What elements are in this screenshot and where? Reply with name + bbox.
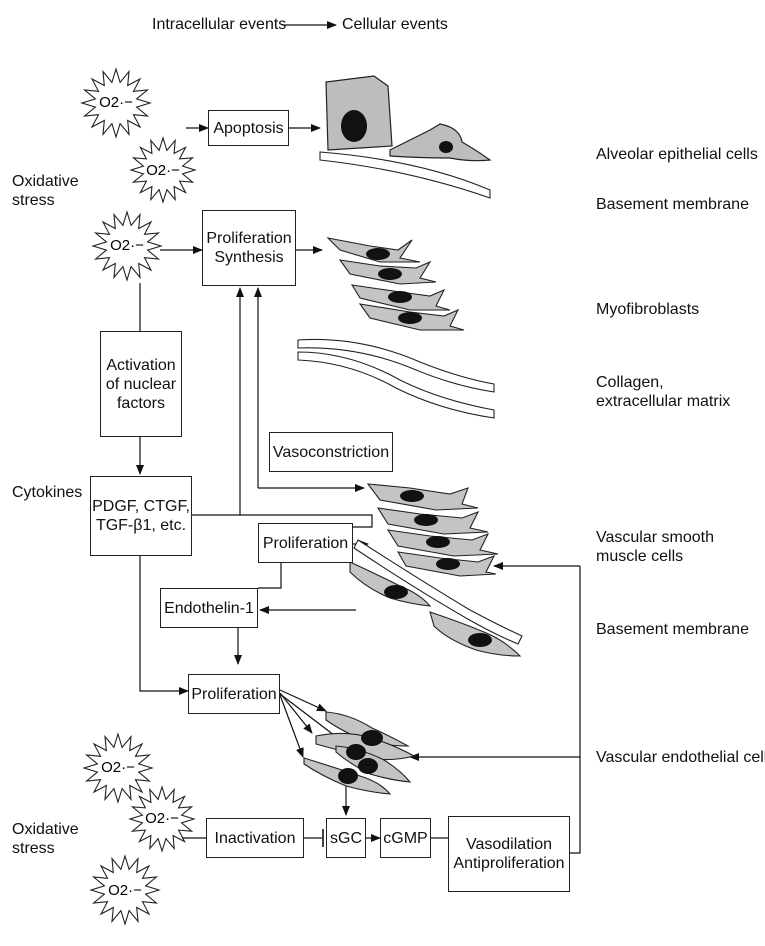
box-label: Vasodilation xyxy=(466,835,552,854)
box-inactivation: Inactivation xyxy=(206,818,304,858)
label-basement-membrane-top: Basement membrane xyxy=(596,195,749,214)
endothelial-nucleus xyxy=(338,768,358,784)
box-proliferation-smc: Proliferation xyxy=(258,523,353,563)
label-basement-membrane-bottom: Basement membrane xyxy=(596,620,749,639)
vsmc-nucleus xyxy=(426,536,450,548)
box-label: Proliferation xyxy=(206,229,291,248)
myofibroblasts xyxy=(328,238,464,330)
myofibroblast-nucleus xyxy=(398,312,422,324)
alveolar-nucleus-2 xyxy=(439,141,453,153)
box-label: Inactivation xyxy=(215,829,296,848)
box-label: Endothelin-1 xyxy=(164,599,254,618)
superoxide-label: O2·− xyxy=(145,810,179,827)
box-vasodilation-antiproliferation: Vasodilation Antiproliferation xyxy=(448,816,570,892)
box-label: Activation xyxy=(106,356,175,375)
box-apoptosis: Apoptosis xyxy=(208,110,289,146)
label-line: stress xyxy=(12,839,79,858)
box-vasoconstriction: Vasoconstriction xyxy=(269,432,393,472)
box-activation-nuclear-factors: Activation of nuclear factors xyxy=(100,331,182,437)
superoxide-label: O2·− xyxy=(101,759,135,776)
label-cytokines: Cytokines xyxy=(12,483,82,502)
label-line: Oxidative xyxy=(12,820,79,839)
alveolar-nucleus-1 xyxy=(341,110,367,142)
arrow-prolif-endo-2 xyxy=(280,693,312,733)
label-line: muscle cells xyxy=(596,547,714,566)
superoxide-label: O2·− xyxy=(146,162,180,179)
line-endothelin-to-prolif xyxy=(258,562,281,588)
box-label: Proliferation xyxy=(263,534,348,553)
label-oxidative-stress-top: Oxidative stress xyxy=(12,172,79,210)
endothelial-lining xyxy=(350,562,520,656)
line-vasodilation-feedback xyxy=(570,566,580,853)
superoxide-label: O2·− xyxy=(108,882,142,899)
box-label: factors xyxy=(117,394,165,413)
label-collagen: Collagen, extracellular matrix xyxy=(596,373,730,411)
lining-nucleus xyxy=(468,633,492,647)
box-proliferation-endothelial: Proliferation xyxy=(188,674,280,714)
box-label: PDGF, CTGF, xyxy=(92,497,190,516)
label-line: Collagen, xyxy=(596,373,730,392)
label-line: stress xyxy=(12,191,79,210)
label-vascular-smooth-muscle: Vascular smooth muscle cells xyxy=(596,528,714,566)
label-line: extracellular matrix xyxy=(596,392,730,411)
header-cellular: Cellular events xyxy=(342,15,448,34)
vsmc-nucleus xyxy=(400,490,424,502)
box-sgc: sGC xyxy=(326,818,366,858)
vsmc-nucleus xyxy=(436,558,460,570)
box-label: TGF-β1, etc. xyxy=(96,516,186,535)
superoxide-label: O2·− xyxy=(110,237,144,254)
endothelial-nucleus xyxy=(346,744,366,760)
label-vascular-endothelial: Vascular endothelial cells xyxy=(596,748,765,767)
arrow-prolif-endo-1 xyxy=(280,690,326,711)
endothelial-nucleus xyxy=(358,758,378,774)
label-oxidative-stress-bottom: Oxidative stress xyxy=(12,820,79,858)
box-label: cGMP xyxy=(383,829,427,848)
box-label: Vasoconstriction xyxy=(273,443,389,462)
label-line: Vascular smooth xyxy=(596,528,714,547)
superoxide-label: O2·− xyxy=(99,94,133,111)
box-cytokine-list: PDGF, CTGF, TGF-β1, etc. xyxy=(90,476,192,556)
box-cgmp: cGMP xyxy=(380,818,431,858)
arrow-prolif-endo-4 xyxy=(280,695,303,757)
box-label: sGC xyxy=(330,829,362,848)
myofibroblast-nucleus xyxy=(388,291,412,303)
lining-nucleus xyxy=(384,585,408,599)
collagen-fibers xyxy=(298,339,494,418)
label-line: Oxidative xyxy=(12,172,79,191)
box-label: Antiproliferation xyxy=(453,854,564,873)
box-label: Apoptosis xyxy=(213,119,283,138)
alveolar-cell-type2 xyxy=(390,124,490,161)
header-intracellular: Intracellular events xyxy=(152,15,286,34)
alveolar-epithelial-cells xyxy=(326,76,490,161)
box-label: Proliferation xyxy=(191,685,276,704)
box-endothelin-1: Endothelin-1 xyxy=(160,588,258,628)
vsmc-nucleus xyxy=(414,514,438,526)
label-alveolar-epithelial: Alveolar epithelial cells xyxy=(596,145,758,164)
myofibroblast-nucleus xyxy=(366,248,390,260)
endothelial-nucleus xyxy=(361,730,383,746)
box-label: of nuclear xyxy=(106,375,176,394)
box-label: Synthesis xyxy=(214,248,283,267)
box-proliferation-synthesis: Proliferation Synthesis xyxy=(202,210,296,286)
myofibroblast-nucleus xyxy=(378,268,402,280)
label-myofibroblasts: Myofibroblasts xyxy=(596,300,699,319)
